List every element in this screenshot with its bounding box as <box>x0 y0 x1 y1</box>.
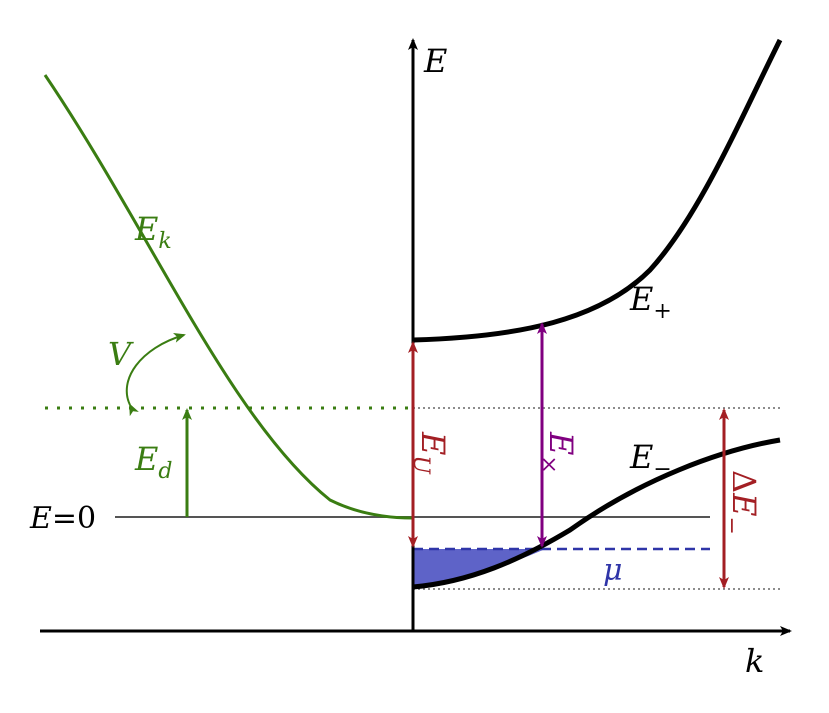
ek-dispersion-curve <box>43 74 414 520</box>
eu-label: EU <box>408 431 452 475</box>
ex-label: E× <box>536 431 580 474</box>
ed-label: Ed <box>134 440 172 484</box>
e-plus-label: E+ <box>629 280 672 324</box>
v-label: V <box>108 335 134 373</box>
v-curved-arrow <box>125 333 186 417</box>
delta-e-minus-label: ΔE− <box>719 470 763 535</box>
mu-label: μ <box>603 553 623 588</box>
e-minus-label: E− <box>629 438 672 482</box>
e-plus-band <box>412 38 783 343</box>
ek-label: Ek <box>134 210 172 254</box>
e-axis-label: E <box>423 42 447 80</box>
k-axis-label: k <box>745 642 764 680</box>
zero-energy-label: E=0 <box>29 501 96 536</box>
